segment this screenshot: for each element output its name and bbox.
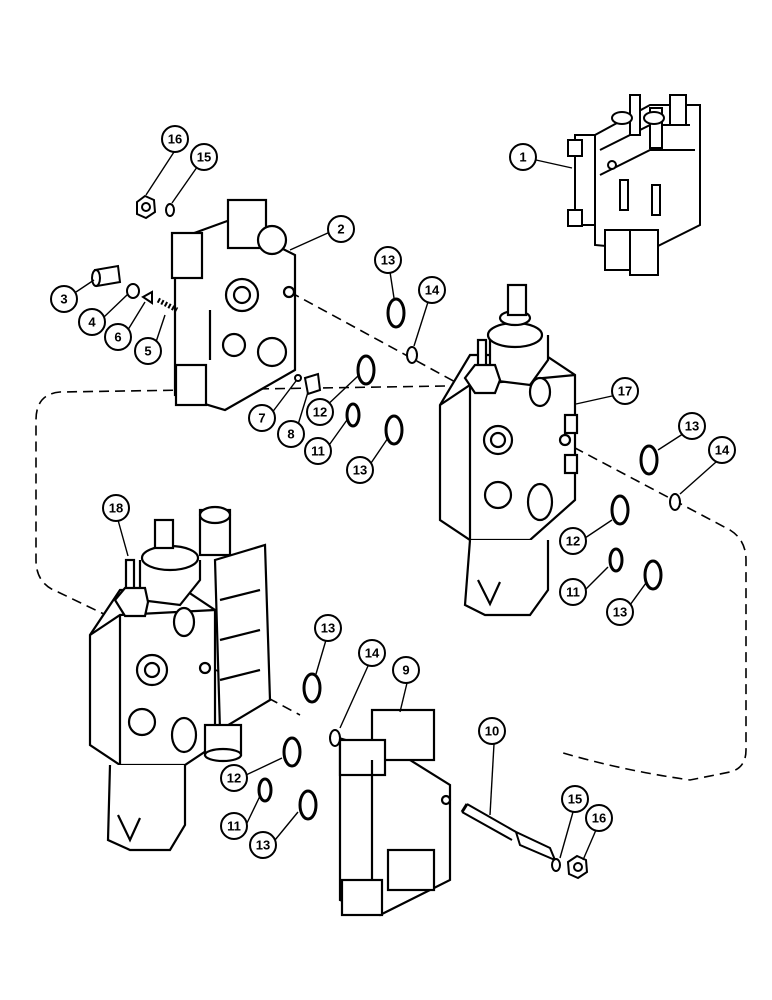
callout-11-lower: 11 bbox=[220, 812, 248, 840]
callout-13-upper-a: 13 bbox=[374, 246, 402, 274]
svg-text:13: 13 bbox=[353, 463, 367, 478]
callout-12-upper: 12 bbox=[306, 398, 334, 426]
callout-7: 7 bbox=[248, 404, 276, 432]
svg-text:4: 4 bbox=[88, 315, 96, 330]
relief-valve-fittings bbox=[91, 264, 322, 396]
svg-text:9: 9 bbox=[402, 663, 409, 678]
svg-text:11: 11 bbox=[566, 585, 580, 600]
svg-text:12: 12 bbox=[313, 405, 327, 420]
svg-text:11: 11 bbox=[227, 819, 241, 834]
callout-11-upper: 11 bbox=[304, 437, 332, 465]
svg-text:13: 13 bbox=[613, 605, 627, 620]
outlet-cover bbox=[338, 708, 452, 917]
callout-13-lower-a: 13 bbox=[314, 614, 342, 642]
callout-14-right: 14 bbox=[708, 436, 736, 464]
callout-6: 6 bbox=[104, 323, 132, 351]
svg-text:12: 12 bbox=[566, 534, 580, 549]
callout-13-right-b: 13 bbox=[606, 598, 634, 626]
svg-text:12: 12 bbox=[227, 771, 241, 786]
tie-rod-hardware bbox=[460, 803, 589, 880]
svg-text:14: 14 bbox=[715, 443, 730, 458]
svg-text:15: 15 bbox=[197, 150, 211, 165]
callout-13-lower-b: 13 bbox=[249, 831, 277, 859]
valve-section-lower bbox=[88, 505, 272, 852]
callout-5: 5 bbox=[134, 337, 162, 365]
svg-text:14: 14 bbox=[365, 646, 380, 661]
callout-14-upper: 14 bbox=[418, 276, 446, 304]
callout-1: 1 bbox=[509, 143, 537, 171]
svg-text:1: 1 bbox=[519, 150, 526, 165]
svg-text:17: 17 bbox=[618, 384, 632, 399]
svg-text:3: 3 bbox=[60, 292, 67, 307]
nut-and-washer-top bbox=[136, 194, 175, 220]
callout-9: 9 bbox=[392, 656, 420, 684]
svg-text:7: 7 bbox=[258, 411, 265, 426]
callout-2: 2 bbox=[327, 215, 355, 243]
callout-8: 8 bbox=[277, 420, 305, 448]
callout-16-bottom: 16 bbox=[585, 804, 613, 832]
callout-11-right: 11 bbox=[559, 578, 587, 606]
callout-4: 4 bbox=[78, 308, 106, 336]
callout-12-right: 12 bbox=[559, 527, 587, 555]
svg-text:18: 18 bbox=[109, 501, 123, 516]
callout-14-lower: 14 bbox=[358, 639, 386, 667]
callout-labels: 1 2 16 15 3 4 6 5 bbox=[50, 125, 736, 859]
callout-17: 17 bbox=[611, 377, 639, 405]
callout-12-lower: 12 bbox=[220, 764, 248, 792]
svg-text:8: 8 bbox=[287, 427, 294, 442]
callout-18: 18 bbox=[102, 494, 130, 522]
valve-section-upper bbox=[438, 283, 579, 617]
callout-15-bottom: 15 bbox=[561, 785, 589, 813]
svg-text:14: 14 bbox=[425, 283, 440, 298]
svg-text:10: 10 bbox=[485, 724, 499, 739]
svg-text:5: 5 bbox=[144, 344, 151, 359]
svg-text:2: 2 bbox=[337, 222, 344, 237]
leader-lines bbox=[75, 151, 717, 861]
callout-13-right-a: 13 bbox=[678, 412, 706, 440]
callout-13-upper-b: 13 bbox=[346, 456, 374, 484]
svg-text:11: 11 bbox=[311, 444, 325, 459]
svg-text:13: 13 bbox=[321, 621, 335, 636]
callout-10: 10 bbox=[478, 717, 506, 745]
callout-3: 3 bbox=[50, 285, 78, 313]
callout-15-top: 15 bbox=[190, 143, 218, 171]
svg-text:6: 6 bbox=[114, 330, 121, 345]
o-rings bbox=[257, 297, 663, 821]
valve-assembly-complete bbox=[567, 94, 701, 276]
inlet-cover bbox=[170, 198, 297, 412]
svg-text:16: 16 bbox=[168, 132, 182, 147]
svg-text:16: 16 bbox=[592, 811, 606, 826]
svg-text:15: 15 bbox=[568, 792, 582, 807]
small-washers bbox=[329, 346, 681, 747]
callout-16-top: 16 bbox=[161, 125, 189, 153]
svg-text:13: 13 bbox=[381, 253, 395, 268]
svg-text:13: 13 bbox=[685, 419, 699, 434]
svg-text:13: 13 bbox=[256, 838, 270, 853]
